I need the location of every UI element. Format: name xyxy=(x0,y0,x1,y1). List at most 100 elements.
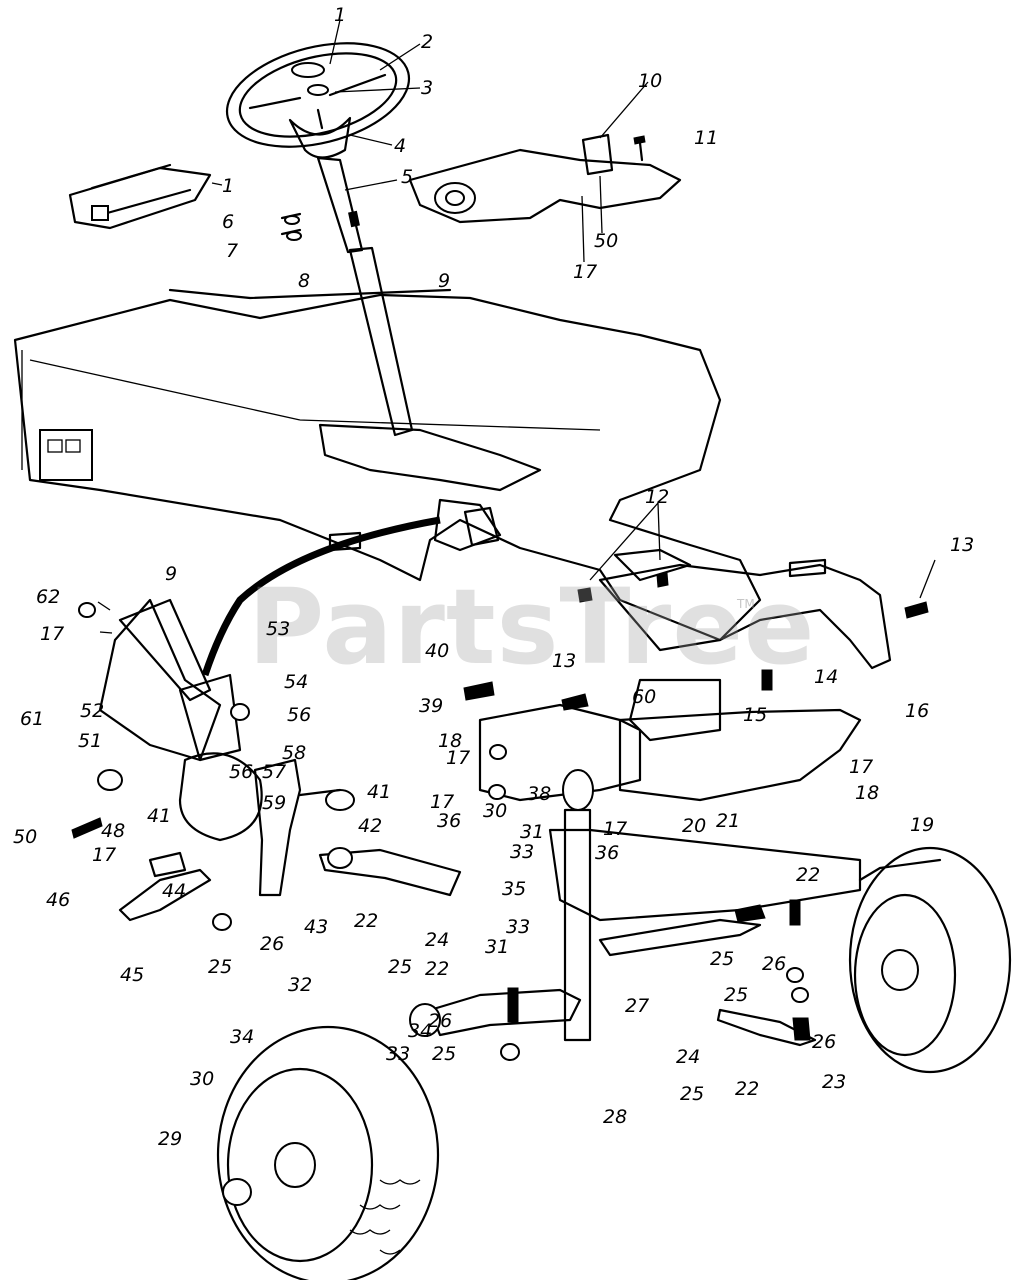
tie-rod-left xyxy=(318,847,462,897)
callout-13[interactable]: 13 xyxy=(552,650,577,672)
tractor-frame xyxy=(13,288,762,642)
callout-24[interactable]: 24 xyxy=(676,1046,701,1068)
callout-41[interactable]: 41 xyxy=(147,805,172,827)
callout-17[interactable]: 17 xyxy=(430,791,455,813)
callout-30[interactable]: 30 xyxy=(483,800,508,822)
callout-26[interactable]: 26 xyxy=(428,1010,453,1032)
callout-29[interactable]: 29 xyxy=(158,1128,183,1150)
callout-2[interactable]: 2 xyxy=(421,31,434,53)
callout-34[interactable]: 34 xyxy=(230,1026,255,1048)
callout-43[interactable]: 43 xyxy=(304,916,329,938)
callout-25[interactable]: 25 xyxy=(680,1083,705,1105)
callout-26[interactable]: 26 xyxy=(260,933,285,955)
callout-25[interactable]: 25 xyxy=(724,984,749,1006)
callout-44[interactable]: 44 xyxy=(162,880,187,902)
callout-5[interactable]: 5 xyxy=(401,166,414,188)
callout-9[interactable]: 9 xyxy=(438,270,451,292)
callout-40[interactable]: 40 xyxy=(425,640,450,662)
callout-1[interactable]: 1 xyxy=(334,4,347,26)
callout-33[interactable]: 33 xyxy=(386,1043,411,1065)
tie-rod-right xyxy=(716,904,817,1047)
callout-25[interactable]: 25 xyxy=(432,1043,457,1065)
callout-14[interactable]: 14 xyxy=(814,666,839,688)
watermark-trademark: TM xyxy=(737,597,755,611)
callout-18[interactable]: 18 xyxy=(438,730,463,752)
callout-16[interactable]: 16 xyxy=(905,700,930,722)
callout-7[interactable]: 7 xyxy=(226,240,239,262)
callout-36[interactable]: 36 xyxy=(595,842,620,864)
callout-58[interactable]: 58 xyxy=(282,742,307,764)
callout-42[interactable]: 42 xyxy=(358,815,383,837)
callout-57[interactable]: 57 xyxy=(262,761,287,783)
callout-39[interactable]: 39 xyxy=(419,695,444,717)
callout-41[interactable]: 41 xyxy=(367,781,392,803)
callout-51[interactable]: 51 xyxy=(78,730,103,752)
callout-38[interactable]: 38 xyxy=(527,783,552,805)
callout-31[interactable]: 31 xyxy=(485,936,510,958)
callout-17[interactable]: 17 xyxy=(92,844,117,866)
callout-31[interactable]: 31 xyxy=(520,821,545,843)
steering-wheel xyxy=(225,42,411,159)
callout-34[interactable]: 34 xyxy=(408,1020,433,1042)
steering-cable xyxy=(201,516,441,677)
callout-33[interactable]: 33 xyxy=(506,916,531,938)
callout-35[interactable]: 35 xyxy=(502,878,527,900)
callout-10[interactable]: 10 xyxy=(638,70,663,92)
callout-56[interactable]: 56 xyxy=(229,761,254,783)
callout-59[interactable]: 59 xyxy=(262,792,287,814)
callout-61[interactable]: 61 xyxy=(20,708,45,730)
callout-22[interactable]: 22 xyxy=(425,958,450,980)
callout-12[interactable]: 12 xyxy=(645,486,670,508)
callout-19[interactable]: 19 xyxy=(910,814,935,836)
steering-shaft xyxy=(280,156,414,437)
callout-53[interactable]: 53 xyxy=(266,618,291,640)
callout-50[interactable]: 50 xyxy=(13,826,38,848)
callout-27[interactable]: 27 xyxy=(625,995,650,1017)
callout-17[interactable]: 17 xyxy=(849,756,874,778)
callout-26[interactable]: 26 xyxy=(762,953,787,975)
callout-17[interactable]: 17 xyxy=(603,818,628,840)
callout-8[interactable]: 8 xyxy=(298,270,311,292)
callout-17[interactable]: 17 xyxy=(573,261,598,283)
callout-32[interactable]: 32 xyxy=(288,974,313,996)
callout-13[interactable]: 13 xyxy=(950,534,975,556)
callout-54[interactable]: 54 xyxy=(284,671,309,693)
callout-36[interactable]: 36 xyxy=(437,810,462,832)
callout-52[interactable]: 52 xyxy=(80,700,105,722)
callout-26[interactable]: 26 xyxy=(812,1031,837,1053)
callout-17[interactable]: 17 xyxy=(446,747,471,769)
callout-15[interactable]: 15 xyxy=(743,704,768,726)
callout-25[interactable]: 25 xyxy=(208,956,233,978)
callout-9[interactable]: 9 xyxy=(165,563,178,585)
callout-1[interactable]: 1 xyxy=(222,175,235,197)
callout-18[interactable]: 18 xyxy=(855,782,880,804)
callout-50[interactable]: 50 xyxy=(594,230,619,252)
steering-gear-assembly xyxy=(71,598,355,931)
callout-25[interactable]: 25 xyxy=(710,948,735,970)
callout-46[interactable]: 46 xyxy=(46,889,71,911)
callout-3[interactable]: 3 xyxy=(421,77,434,99)
callout-22[interactable]: 22 xyxy=(735,1078,760,1100)
callout-48[interactable]: 48 xyxy=(101,820,126,842)
callout-11[interactable]: 11 xyxy=(694,127,719,149)
callout-33[interactable]: 33 xyxy=(510,841,535,863)
callout-23[interactable]: 23 xyxy=(822,1071,847,1093)
callout-62[interactable]: 62 xyxy=(36,586,61,608)
callout-22[interactable]: 22 xyxy=(354,910,379,932)
callout-24[interactable]: 24 xyxy=(425,929,450,951)
callout-30[interactable]: 30 xyxy=(190,1068,215,1090)
callout-4[interactable]: 4 xyxy=(394,135,407,157)
callout-60[interactable]: 60 xyxy=(632,686,657,708)
callout-20[interactable]: 20 xyxy=(682,815,707,837)
callout-6[interactable]: 6 xyxy=(222,211,235,233)
callout-17[interactable]: 17 xyxy=(40,623,65,645)
foot-pedal-part xyxy=(68,163,212,230)
callout-56[interactable]: 56 xyxy=(287,704,312,726)
callout-22[interactable]: 22 xyxy=(796,864,821,886)
callout-45[interactable]: 45 xyxy=(120,964,145,986)
callout-28[interactable]: 28 xyxy=(603,1106,628,1128)
callout-25[interactable]: 25 xyxy=(388,956,413,978)
leader-lines xyxy=(97,19,936,634)
callout-21[interactable]: 21 xyxy=(716,810,741,832)
